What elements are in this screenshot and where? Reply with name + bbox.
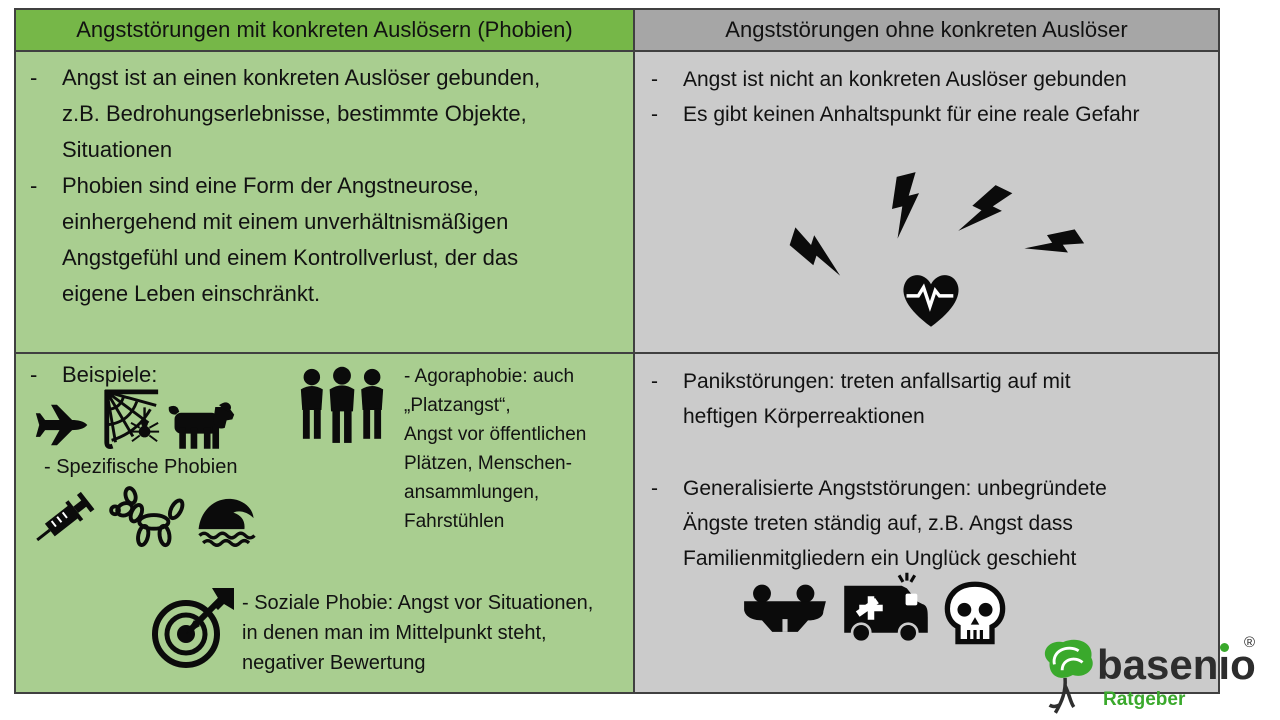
bullet-dash: - xyxy=(30,65,38,90)
header-cell-no-trigger: Angststörungen ohne konkreten Auslöser xyxy=(635,10,1218,52)
logo-text: o xyxy=(1230,641,1256,688)
tree-icon xyxy=(1044,639,1093,714)
skull-icon xyxy=(944,581,1006,645)
header-right-title: Angststörungen ohne konkreten Auslöser xyxy=(725,17,1128,42)
bullet-item: - Es gibt keinen Anhaltspunkt für eine r… xyxy=(651,97,1212,132)
cell-no-trigger-description: - Angst ist nicht an konkreten Auslöser … xyxy=(635,52,1218,354)
bullet-dash: - xyxy=(651,68,658,91)
spider-web-icon xyxy=(104,389,160,450)
lightning-bolt-icon xyxy=(1024,229,1085,253)
bullet-item: - Beispiele: xyxy=(30,362,157,388)
lightning-bolt-icon xyxy=(789,227,841,276)
cell-phobias-description: - Angst ist an einen konkreten Auslöser … xyxy=(16,52,635,354)
spider-icon xyxy=(130,407,160,443)
bullet-text: Generalisierte Angststörungen: unbegründ… xyxy=(683,477,1107,570)
bullet-item: - Generalisierte Angststörungen: unbegrü… xyxy=(651,471,1212,576)
overturned-car-icon xyxy=(744,584,826,632)
bullet-item: - Angst ist an einen konkreten Auslöser … xyxy=(30,60,627,168)
bullet-item: - Panikstörungen: treten anfallsartig au… xyxy=(651,364,1212,434)
wave-icon xyxy=(198,498,256,547)
bullet-text: Angst ist nicht an konkreten Auslöser ge… xyxy=(683,68,1127,91)
cell-phobia-examples: - Beispiele: xyxy=(16,354,635,692)
comparison-table: Angststörungen mit konkreten Auslösern (… xyxy=(14,8,1220,694)
bullet-dash: - xyxy=(651,370,658,393)
logo-subtitle: Ratgeber xyxy=(1103,689,1186,710)
bullet-text: Angst ist an einen konkreten Auslöser ge… xyxy=(62,65,541,162)
panic-shock-graphic xyxy=(789,164,1123,359)
dart-target-icon xyxy=(152,588,234,668)
bullet-dash: - xyxy=(651,103,658,126)
agoraphobie-text: - Agoraphobie: auch „Platzangst“, Angst … xyxy=(404,366,587,532)
bullet-dash: - xyxy=(651,477,658,500)
header-cell-phobias: Angststörungen mit konkreten Auslösern (… xyxy=(16,10,635,52)
airplane-icon xyxy=(35,404,88,446)
header-left-title: Angststörungen mit konkreten Auslösern (… xyxy=(76,17,573,42)
dog-icon xyxy=(168,402,235,449)
syringe-icon xyxy=(36,491,95,542)
logo-wordmark: basenıo xyxy=(1097,644,1256,686)
logo-text: basen xyxy=(1097,641,1219,688)
people-group-icon xyxy=(300,366,384,443)
bullet-item: - Phobien sind eine Form der Angstneuros… xyxy=(30,168,627,312)
ambulance-icon xyxy=(844,572,928,644)
lightning-bolt-icon xyxy=(891,172,920,239)
lightning-bolt-icon xyxy=(958,185,1013,231)
logo-i-letter: ı xyxy=(1218,641,1231,688)
beispiele-label: Beispiele: xyxy=(62,362,158,387)
bullet-text: Es gibt keinen Anhaltspunkt für eine rea… xyxy=(683,103,1140,126)
balloon-dog-icon xyxy=(109,486,185,548)
soziale-phobie-text: - Soziale Phobie: Angst vor Situationen,… xyxy=(242,592,594,674)
spezifische-phobien-label: - Spezifische Phobien xyxy=(44,456,238,478)
bullet-text: Panikstörungen: treten anfallsartig auf … xyxy=(683,370,1071,428)
registered-trademark-symbol: ® xyxy=(1244,634,1256,651)
bullet-dash: - xyxy=(30,362,38,387)
bullet-dash: - xyxy=(30,173,38,198)
bullet-text: Phobien sind eine Form der Angstneurose,… xyxy=(62,173,519,306)
bullet-item: - Angst ist nicht an konkreten Auslöser … xyxy=(651,62,1212,97)
heartbeat-heart-icon xyxy=(903,275,959,327)
cell-panic-generalized: - Panikstörungen: treten anfallsartig au… xyxy=(635,354,1218,692)
